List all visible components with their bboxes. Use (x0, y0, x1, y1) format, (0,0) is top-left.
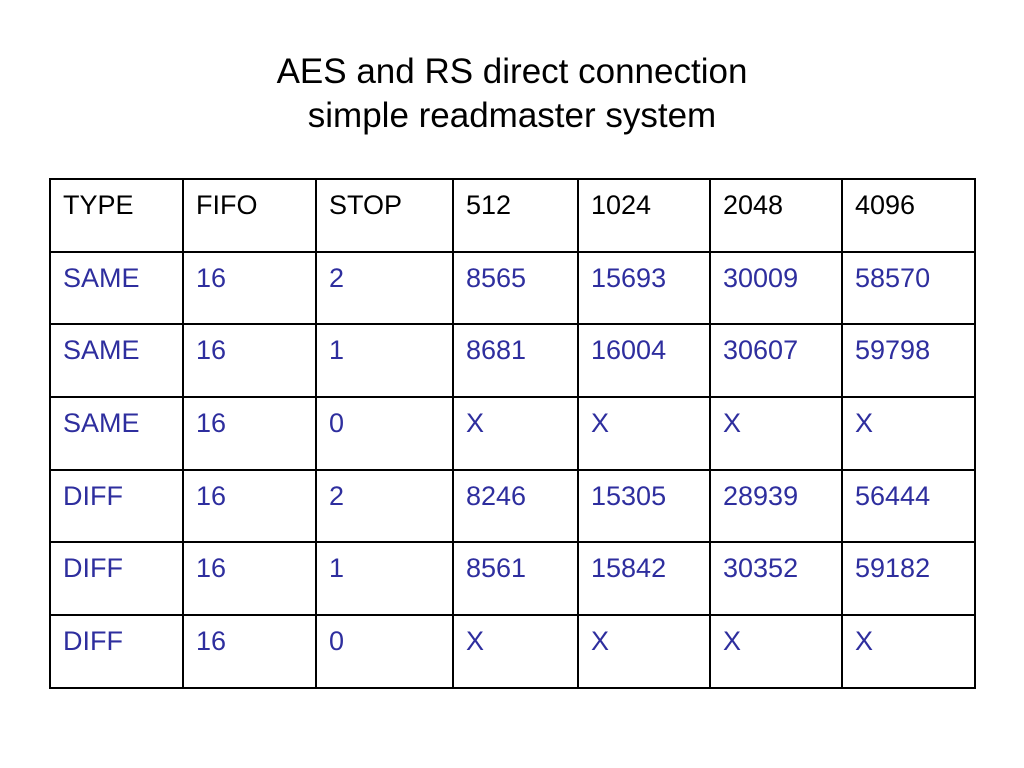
cell-1024: 15693 (577, 250, 711, 326)
cell-type: SAME (49, 250, 184, 326)
table-row: DIFF 16 1 8561 15842 30352 59182 (49, 541, 976, 617)
cell-fifo: 16 (182, 468, 317, 544)
cell-type: DIFF (49, 541, 184, 617)
cell-2048: 30352 (709, 541, 843, 617)
column-header-stop: STOP (315, 178, 454, 253)
cell-512: 8565 (452, 250, 579, 326)
cell-2048: 30607 (709, 323, 843, 399)
table-row: DIFF 16 2 8246 15305 28939 56444 (49, 468, 976, 544)
table-row: SAME 16 1 8681 16004 30607 59798 (49, 323, 976, 399)
cell-1024: 15842 (577, 541, 711, 617)
cell-512: X (452, 396, 579, 471)
cell-type: DIFF (49, 468, 184, 544)
cell-fifo: 16 (182, 541, 317, 617)
cell-4096: 58570 (841, 250, 976, 326)
cell-stop: 2 (315, 250, 454, 326)
title-line-2: simple readmaster system (307, 96, 717, 135)
cell-4096: 59798 (841, 323, 976, 399)
cell-1024: X (577, 396, 711, 471)
title-line-1: AES and RS direct connection (276, 52, 748, 91)
column-header-type: TYPE (49, 178, 184, 253)
cell-type: DIFF (49, 614, 184, 689)
cell-1024: X (577, 614, 711, 689)
cell-type: SAME (49, 323, 184, 399)
column-header-4096: 4096 (841, 178, 976, 253)
cell-fifo: 16 (182, 614, 317, 689)
cell-512: 8246 (452, 468, 579, 544)
cell-2048: 30009 (709, 250, 843, 326)
cell-fifo: 16 (182, 396, 317, 471)
cell-stop: 1 (315, 323, 454, 399)
cell-stop: 0 (315, 396, 454, 471)
cell-1024: 15305 (577, 468, 711, 544)
cell-4096: 56444 (841, 468, 976, 544)
table-row: SAME 16 0 X X X X (49, 396, 976, 471)
cell-512: 8681 (452, 323, 579, 399)
cell-fifo: 16 (182, 250, 317, 326)
cell-stop: 0 (315, 614, 454, 689)
cell-fifo: 16 (182, 323, 317, 399)
column-header-2048: 2048 (709, 178, 843, 253)
cell-4096: X (841, 614, 976, 689)
cell-4096: 59182 (841, 541, 976, 617)
cell-type: SAME (49, 396, 184, 471)
cell-2048: X (709, 614, 843, 689)
cell-1024: 16004 (577, 323, 711, 399)
cell-stop: 2 (315, 468, 454, 544)
table-row: DIFF 16 0 X X X X (49, 614, 976, 689)
cell-2048: 28939 (709, 468, 843, 544)
table-row: SAME 16 2 8565 15693 30009 58570 (49, 250, 976, 326)
results-table: TYPE FIFO STOP 512 1024 2048 4096 SAME 1… (49, 178, 976, 689)
column-header-1024: 1024 (577, 178, 711, 253)
slide-title: AES and RS direct connection simple read… (0, 50, 1024, 138)
cell-4096: X (841, 396, 976, 471)
column-header-512: 512 (452, 178, 579, 253)
cell-2048: X (709, 396, 843, 471)
column-header-fifo: FIFO (182, 178, 317, 253)
cell-stop: 1 (315, 541, 454, 617)
cell-512: X (452, 614, 579, 689)
cell-512: 8561 (452, 541, 579, 617)
table-header-row: TYPE FIFO STOP 512 1024 2048 4096 (49, 178, 976, 253)
